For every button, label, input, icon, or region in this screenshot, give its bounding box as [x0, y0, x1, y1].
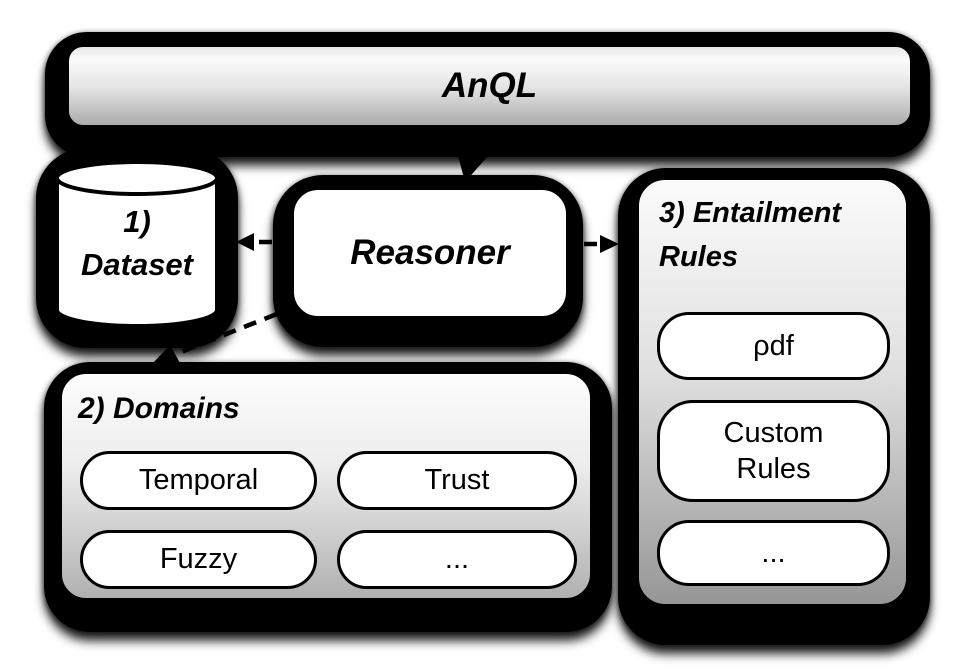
entailment-rules-group: 3) Entailment Rules ρdf Custom Rules ...: [618, 168, 930, 645]
domain-pill-fuzzy: Fuzzy: [80, 530, 317, 589]
domains-title: 2) Domains: [78, 392, 240, 425]
domains-group: 2) Domains Temporal Trust Fuzzy ...: [44, 362, 612, 632]
domain-pill-temporal: Temporal: [80, 451, 317, 510]
domain-pill-fuzzy-label: Fuzzy: [159, 543, 238, 575]
dataset-label: 1) Dataset: [55, 200, 219, 287]
domain-pill-temporal-label: Temporal: [138, 464, 259, 496]
anql-bar: AnQL: [45, 32, 930, 157]
domain-pill-more: ...: [337, 530, 577, 589]
anql-bar-inner: AnQL: [67, 45, 912, 127]
domains-group-inner: 2) Domains Temporal Trust Fuzzy ...: [60, 372, 592, 600]
reasoner-label: Reasoner: [350, 233, 510, 272]
dataset-label-text: Dataset: [81, 247, 193, 283]
entailment-rules-inner: 3) Entailment Rules ρdf Custom Rules ...: [637, 178, 908, 606]
entailment-pill-more-label: ...: [761, 536, 786, 569]
domain-pill-trust: Trust: [337, 451, 577, 510]
arrowhead-reasoner-to-dataset: [236, 233, 254, 251]
domain-pill-trust-label: Trust: [424, 464, 490, 496]
entailment-pill-rhodf-label: ρdf: [753, 329, 794, 362]
entailment-pill-custom-rules-label: Custom Rules: [723, 416, 824, 485]
arrowhead-reasoner-to-entailment: [600, 235, 619, 253]
entailment-rules-title: 3) Entailment Rules: [659, 197, 842, 273]
entailment-pill-custom-rules: Custom Rules: [657, 400, 890, 502]
cylinder-top: [55, 160, 219, 196]
dataset-label-number: 1): [123, 204, 151, 239]
reasoner-node-inner: Reasoner: [292, 188, 568, 318]
reasoner-node: Reasoner: [273, 175, 583, 347]
entailment-pill-more: ...: [657, 520, 890, 586]
entailment-pill-rhodf: ρdf: [657, 312, 890, 380]
anql-label: AnQL: [441, 66, 538, 105]
domain-pill-more-label: ...: [444, 543, 470, 575]
